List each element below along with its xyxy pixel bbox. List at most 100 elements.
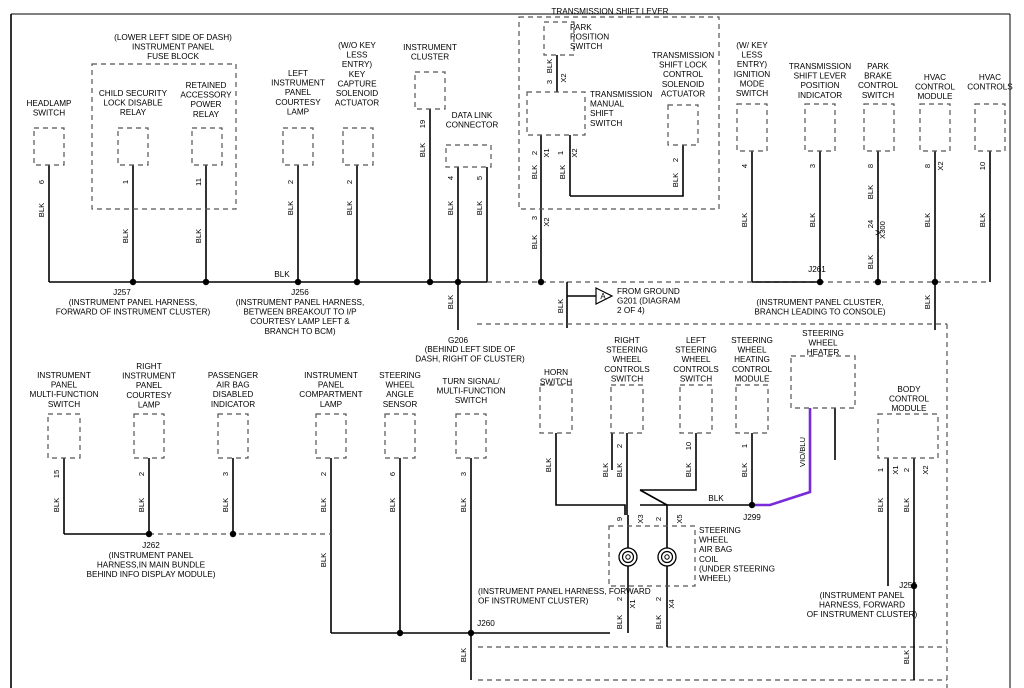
wire-color-blk: BLK xyxy=(615,615,624,629)
splice-dot xyxy=(202,278,210,286)
wire-color-blk: BLK xyxy=(475,201,484,215)
wire-color-blk: BLK xyxy=(601,463,610,477)
j257-id: J257 xyxy=(113,288,131,297)
steering-angle-sensor-box xyxy=(384,413,416,459)
wire-color-blk: BLK xyxy=(902,498,911,512)
pin-label: 2 xyxy=(902,468,911,472)
shift-lock-box xyxy=(667,104,699,146)
j255-id: J255 xyxy=(899,581,917,590)
splice-dot xyxy=(537,278,545,286)
splice-j257 xyxy=(129,278,137,286)
wire-color-blk: BLK xyxy=(459,648,468,662)
splice-dot xyxy=(396,629,404,637)
clockspring-inner xyxy=(621,550,635,564)
wire-color-blk: BLK xyxy=(740,213,749,227)
pin-label: 2 xyxy=(654,517,663,521)
pin-label: 24 xyxy=(866,220,875,228)
wire-color-blk: BLK xyxy=(530,235,539,249)
pin-label: 3 xyxy=(545,80,554,84)
body-control-module-box xyxy=(877,413,939,459)
splice-j256 xyxy=(294,278,302,286)
wire-color-blk: BLK xyxy=(286,201,295,215)
conn-label: X1 xyxy=(891,465,900,474)
left-sw-controls-box xyxy=(679,384,713,434)
horn-switch-box xyxy=(539,384,573,434)
pin-label: 2 xyxy=(654,597,663,601)
ground-ref-id: A xyxy=(600,292,606,301)
ip-multifunction-switch-box xyxy=(47,413,81,459)
wire-color-blk: BLK xyxy=(221,498,230,512)
pin-label: 2 xyxy=(615,597,624,601)
splice-j260 xyxy=(467,629,475,637)
wire-color-blk: BLK xyxy=(544,458,553,472)
pin-label: 1 xyxy=(876,468,885,472)
wire-color-blk: BLK xyxy=(345,201,354,215)
conn-label: X5 xyxy=(675,514,684,523)
pin-label: 3 xyxy=(808,164,817,168)
wire-color-blk: BLK xyxy=(388,498,397,512)
shift-lever-position-indicator-box xyxy=(804,103,836,152)
clockspring-core xyxy=(625,554,631,560)
pin-label: 10 xyxy=(978,162,987,170)
park-brake-switch-box xyxy=(863,103,895,152)
instrument-cluster-box xyxy=(414,71,446,110)
wire-color-blk: BLK xyxy=(194,229,203,243)
clockspring-core xyxy=(664,554,670,560)
data-link-connector-box xyxy=(445,144,492,168)
wire-color-blk: BLK xyxy=(866,255,875,269)
key-capture-solenoid-box xyxy=(342,127,374,166)
hvac-controls-box xyxy=(974,103,1006,152)
sw-heater-box xyxy=(790,355,856,409)
splice-dot xyxy=(874,278,882,286)
pin-label: 4 xyxy=(740,164,749,168)
pin-label: 5 xyxy=(475,176,484,180)
pin-label: 6 xyxy=(388,472,397,476)
clockspring-icon xyxy=(618,547,638,567)
splice-j261 xyxy=(816,278,824,286)
right-sw-controls-box xyxy=(610,384,644,434)
splice-dot xyxy=(931,278,939,286)
splice-j262 xyxy=(145,530,153,538)
heater-wire xyxy=(752,408,812,507)
j256-id: J256 xyxy=(291,288,309,297)
conn-label: X1 xyxy=(628,599,637,608)
fuse-block-box xyxy=(91,63,237,210)
wire-color-blk: BLK xyxy=(923,213,932,227)
splice-dot xyxy=(353,278,361,286)
wire-color-blk: BLK xyxy=(923,295,932,309)
passenger-airbag-indicator-box xyxy=(217,413,249,459)
wire-color-blk: BLK xyxy=(52,498,61,512)
wire-color-blk: BLK xyxy=(446,295,455,309)
wire-color-blk: BLK xyxy=(446,201,455,215)
wire-color-blk: BLK xyxy=(654,615,663,629)
wire-color-blk: BLK xyxy=(274,270,290,279)
wire-color-blk: BLK xyxy=(558,165,567,179)
fuse-block-label: (LOWER LEFT SIDE OF DASH)INSTRUMENT PANE… xyxy=(114,33,232,61)
pin-label: 2 xyxy=(615,444,624,448)
pin-label: 8 xyxy=(866,164,875,168)
pin-label: 6 xyxy=(37,180,46,184)
pin-label: 10 xyxy=(684,442,693,450)
conn-label: X2 xyxy=(936,161,945,170)
pin-label: 1 xyxy=(121,180,130,184)
pin-label: 9 xyxy=(615,517,624,521)
j299-id: J299 xyxy=(743,513,761,522)
wire-color-blk: BLK xyxy=(876,498,885,512)
